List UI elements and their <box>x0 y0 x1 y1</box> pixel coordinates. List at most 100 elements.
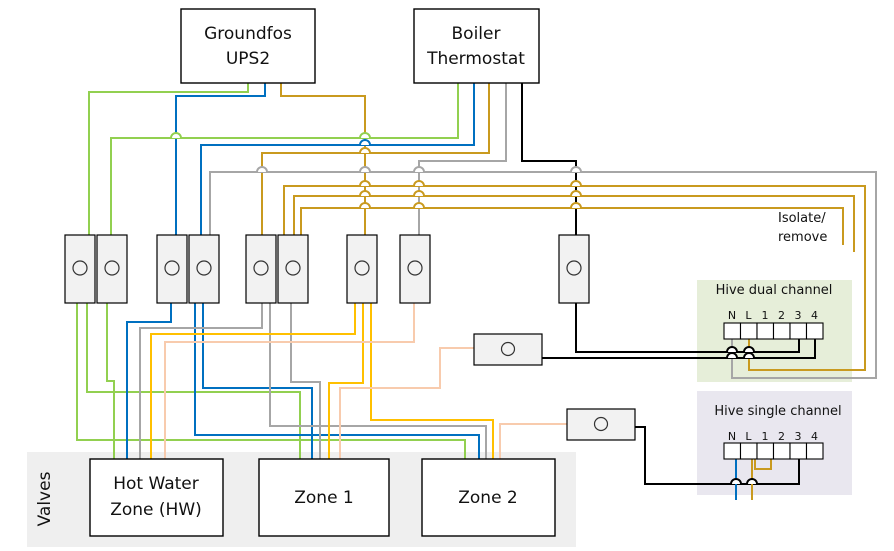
thermostat-zone[interactable] <box>566 408 636 441</box>
wire-crossover-icon <box>570 202 582 209</box>
junction-box[interactable] <box>346 234 378 304</box>
yellow-zone2 <box>370 303 494 459</box>
terminal-slot <box>805 322 824 340</box>
terminal-slot <box>756 322 775 340</box>
terminal-label: 3 <box>795 309 802 322</box>
junction-box[interactable] <box>64 234 96 304</box>
hive-dual-title: Hive dual channel <box>716 283 833 298</box>
wire-crossover-icon <box>413 190 425 197</box>
hw-label-1: Hot Water <box>113 474 199 494</box>
yellow-hw <box>150 303 356 459</box>
terminal-circle-icon <box>354 260 370 276</box>
wire-crossover-icon <box>359 202 371 209</box>
neutral-hw <box>126 303 172 459</box>
neutral-zone1 <box>202 303 313 459</box>
wire-crossover-icon <box>726 346 738 353</box>
junction-box[interactable] <box>245 234 277 304</box>
terminal-circle-icon <box>104 260 120 276</box>
earth-hw <box>106 303 115 459</box>
terminal-circle-icon <box>407 260 423 276</box>
wire-crossover-icon <box>359 180 371 187</box>
grey-hw <box>139 303 263 459</box>
hive-single-3-wire <box>635 426 800 485</box>
terminal-label: 2 <box>778 309 785 322</box>
terminal-circle-icon <box>285 260 301 276</box>
terminal-circle-icon <box>253 260 269 276</box>
wire-crossover-icon <box>743 346 755 353</box>
terminal-label: 4 <box>811 309 818 322</box>
boiler-label-2: Thermostat <box>426 49 525 69</box>
junction-box[interactable] <box>277 234 309 304</box>
wire-crossover-icon <box>570 190 582 197</box>
isolate-note-1: Isolate/ <box>778 211 826 226</box>
wire-crossover-icon <box>359 166 371 173</box>
terminal-label: 1 <box>762 430 769 443</box>
terminal-slot <box>723 322 742 340</box>
hive-single-title: Hive single channel <box>714 404 841 419</box>
pump-box[interactable]: Groundfos UPS2 <box>180 8 316 84</box>
junction-box[interactable] <box>558 234 590 304</box>
boiler-grey-wire <box>418 83 507 235</box>
terminal-label: 3 <box>795 430 802 443</box>
junction-box[interactable] <box>156 234 188 304</box>
valve-zone-1[interactable]: Zone 1 <box>258 458 390 537</box>
terminal-slot <box>739 442 758 460</box>
wire-crossover-icon <box>746 478 758 485</box>
boiler-label-1: Boiler <box>452 24 501 44</box>
hive-single-link <box>754 459 772 470</box>
thermostat-dial-icon <box>593 416 609 432</box>
terminal-circle-icon <box>566 260 582 276</box>
wire-crossover-icon <box>256 166 268 173</box>
valve-hot-water[interactable]: Hot Water Zone (HW) <box>89 458 224 537</box>
junction-box[interactable] <box>96 234 128 304</box>
boiler-thermostat-box[interactable]: Boiler Thermostat <box>413 8 540 84</box>
peach-zone1 <box>339 347 474 459</box>
zone2-label: Zone 2 <box>458 488 518 508</box>
isolate-note-2: remove <box>778 230 827 245</box>
wire-crossover-icon <box>359 147 371 154</box>
junction-box[interactable] <box>399 234 431 304</box>
terminal-label: 4 <box>811 430 818 443</box>
terminal-slot <box>723 442 742 460</box>
wire-crossover-icon <box>726 352 738 359</box>
terminal-label: 1 <box>762 309 769 322</box>
wire-crossover-icon <box>413 180 425 187</box>
peach-zone2 <box>499 423 567 459</box>
thermostat-dial-icon <box>500 341 516 357</box>
earth-bus-lower <box>76 303 466 459</box>
terminal-circle-icon <box>164 260 180 276</box>
wire-crossover-icon <box>570 166 582 173</box>
valves-label: Valves <box>35 471 55 526</box>
valve-zone-2[interactable]: Zone 2 <box>421 458 556 537</box>
boiler-neutral-wire <box>200 83 475 235</box>
terminal-label: N <box>728 430 736 443</box>
terminal-slot <box>772 442 791 460</box>
boiler-switched-wire <box>521 83 577 235</box>
pump-neutral-wire <box>175 83 266 235</box>
terminal-slot <box>739 322 758 340</box>
zone1-label: Zone 1 <box>294 488 354 508</box>
grey-loop-wire <box>209 171 877 270</box>
terminal-label: N <box>728 309 736 322</box>
terminal-circle-icon <box>196 260 212 276</box>
wire-crossover-icon <box>359 139 371 146</box>
terminal-slot <box>789 322 808 340</box>
wire-crossover-icon <box>743 352 755 359</box>
pump-live-wire <box>280 83 366 235</box>
terminal-slot <box>805 442 824 460</box>
wires <box>76 83 877 500</box>
neutral-zone2 <box>194 303 480 459</box>
boiler-live-wire <box>261 83 490 235</box>
terminal-label: L <box>745 430 752 443</box>
pump-label-1: Groundfos <box>204 24 292 44</box>
junction-box[interactable] <box>188 234 220 304</box>
wire-crossover-icon <box>359 132 371 139</box>
terminal-circle-icon <box>72 260 88 276</box>
wire-crossover-icon <box>413 202 425 209</box>
pump-label-2: UPS2 <box>226 49 270 69</box>
wire-crossover-icon <box>170 132 182 139</box>
thermostat-hw[interactable] <box>473 333 543 366</box>
